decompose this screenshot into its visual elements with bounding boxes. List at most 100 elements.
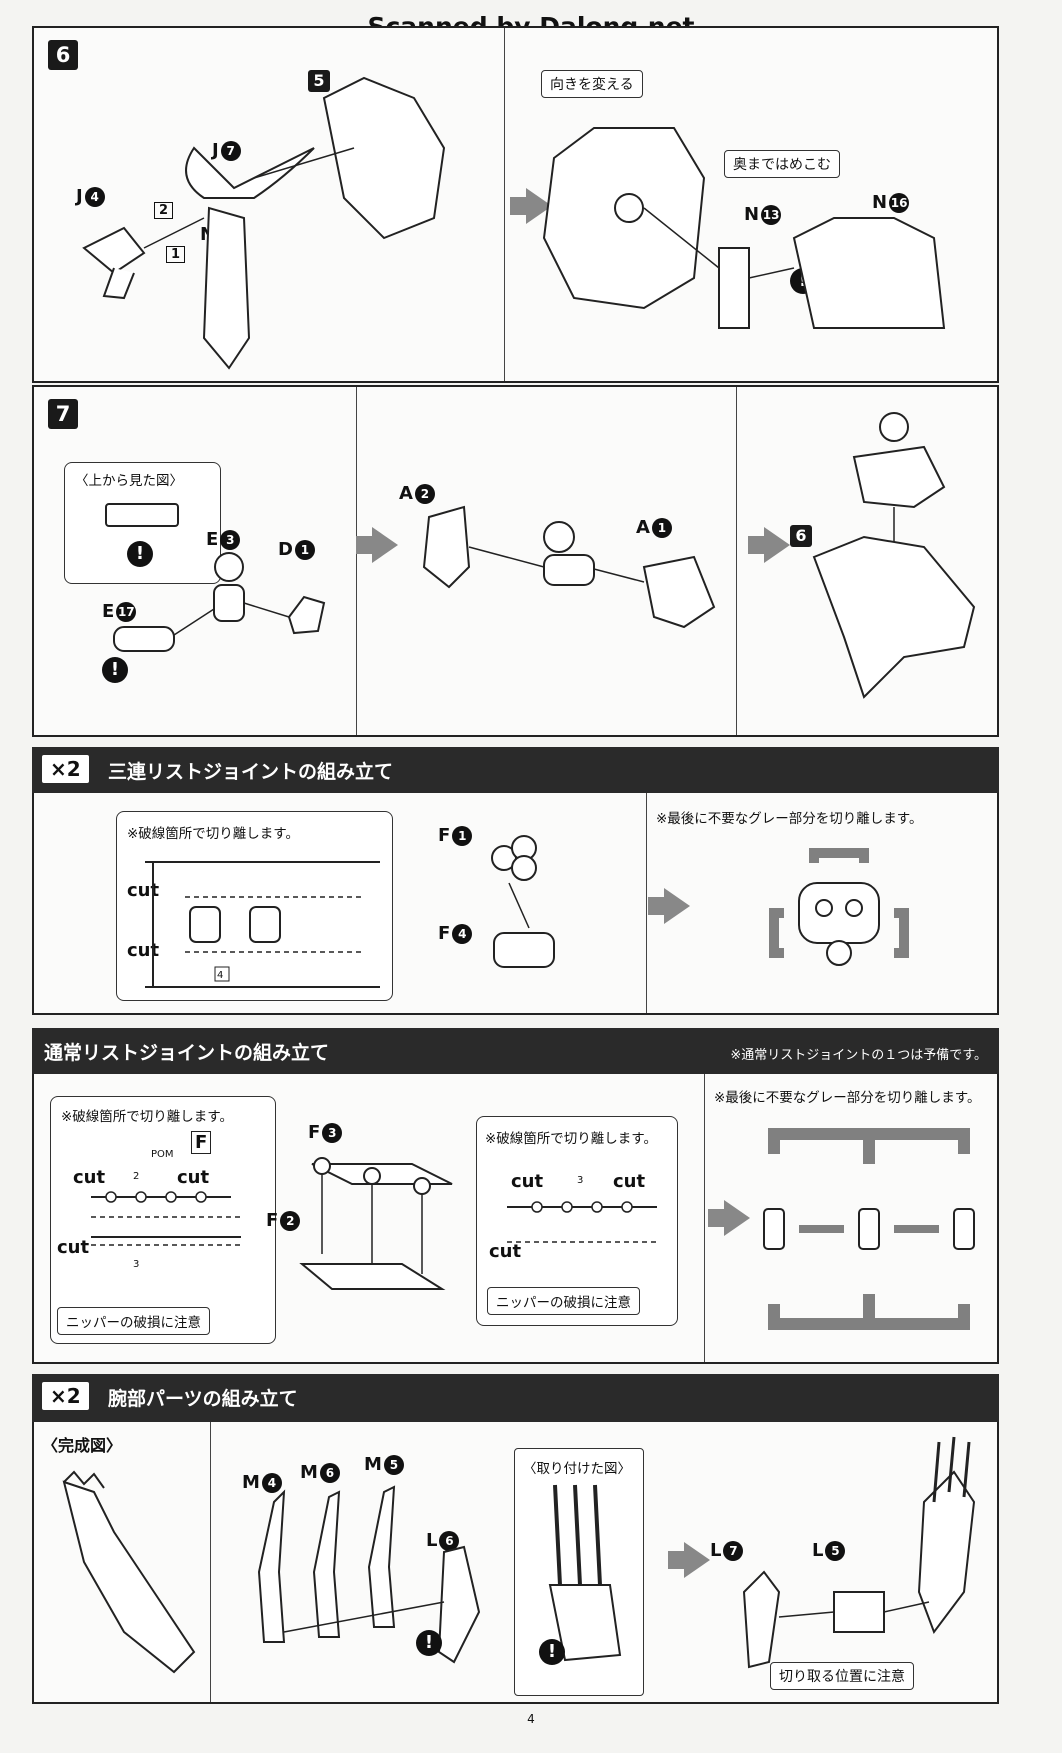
divider (504, 28, 505, 381)
step-arrow-icon (668, 1542, 710, 1578)
gray-note: ※最後に不要なグレー部分を切り離します。 (656, 811, 923, 827)
shoulder-joint-illustration (113, 552, 326, 652)
cut-guide-inset: ※破線箇所で切り離します。 POM F cut cut cut 2 3 ニッパー… (50, 1096, 276, 1344)
nipper-warning: ニッパーの破損に注意 (57, 1307, 210, 1335)
step-arrow-icon (708, 1200, 750, 1236)
step-number: 6 (48, 40, 78, 70)
horn-assembly-illustration (82, 76, 446, 370)
torso-assembly-illustration (812, 412, 976, 699)
cut-guide-inset: ※破線箇所で切り離します。 cut cut cut 3 ニッパーの破損に注意 (476, 1116, 678, 1326)
step-arrow-icon (356, 527, 398, 563)
section-header-normal: 通常リストジョイントの組み立て ※通常リストジョイントの１つは予備です。 (32, 1028, 999, 1074)
shoulder-armor-illustration (422, 505, 716, 629)
pom-label: POM (151, 1149, 174, 1160)
cut-label: cut (511, 1171, 544, 1192)
cut-label: cut (177, 1167, 210, 1188)
divider (646, 793, 647, 1013)
claw-final-illustration (742, 1436, 976, 1669)
spare-note: ※通常リストジョイントの１つは予備です。 (730, 1048, 987, 1063)
callout-push: 奥まではめこむ (724, 150, 840, 178)
section-header-triple: ×2 三連リストジョイントの組み立て (32, 747, 999, 793)
step-6-panel: 6 5 J4 J7 N7 2 1 向きを変える 奥まではめこむ N13 N16 … (32, 26, 999, 383)
cut-position-note: 切り取る位置に注意 (770, 1662, 914, 1690)
caution-icon: ! (127, 541, 153, 567)
page-number: 4 (527, 1712, 535, 1726)
completed-arm-illustration (62, 1470, 196, 1674)
runner-diagram (91, 1191, 241, 1246)
cut-guide-inset: ※破線箇所で切り離します。 cut cut 4 (116, 811, 393, 1001)
runner-diagram (507, 1201, 657, 1243)
attached-claw-illustration (548, 1484, 622, 1662)
divider (736, 387, 737, 735)
divider (356, 387, 357, 735)
step-arrow-icon (648, 888, 690, 924)
cut-label: cut (73, 1167, 106, 1188)
order-label: 2 (154, 202, 174, 219)
section-title: 通常リストジョイントの組み立て (44, 1042, 330, 1064)
cut-note: ※破線箇所で切り離します。 (127, 826, 299, 842)
callout-turn: 向きを変える (541, 70, 643, 98)
sub-step-number: 5 (308, 70, 330, 92)
cut-note: ※破線箇所で切り離します。 (61, 1109, 233, 1125)
runner-number: 4 (217, 970, 224, 981)
top-view-inset: 〈上から見た図〉 ! (64, 462, 221, 584)
divider (210, 1422, 211, 1702)
step-arrow-icon (748, 527, 790, 563)
cut-label: cut (127, 940, 160, 961)
runner-number: 2 (133, 1171, 140, 1182)
cut-note: ※破線箇所で切り離します。 (485, 1131, 657, 1147)
trim-gray-illustration (763, 1128, 975, 1330)
section-title: 腕部パーツの組み立て (108, 1388, 298, 1410)
joint-top-icon (105, 503, 179, 527)
cut-label: cut (127, 880, 160, 901)
section-header-arm: ×2 腕部パーツの組み立て (32, 1374, 999, 1422)
ref-step-number: 6 (790, 525, 812, 547)
inset-title: 〈上から見た図〉 (75, 473, 183, 489)
attached-label: 〈取り付けた図〉 (523, 1461, 631, 1477)
nipper-warning: ニッパーの破損に注意 (487, 1287, 640, 1315)
step-number: 7 (48, 399, 78, 429)
attached-view-inset: 〈取り付けた図〉 ! (514, 1448, 644, 1696)
quantity-badge: ×2 (42, 1382, 89, 1410)
complete-label: 〈完成図〉 (42, 1436, 123, 1455)
quantity-badge: ×2 (42, 755, 89, 783)
runner-number: 3 (577, 1175, 584, 1186)
triple-joint-illustration (491, 835, 555, 968)
claw-parts-illustration (257, 1485, 481, 1664)
body-assembly-illustration (542, 127, 946, 329)
runner-diagram (145, 861, 380, 988)
runner-letter: F (191, 1131, 212, 1154)
cut-label: cut (57, 1237, 90, 1258)
caution-icon: ! (416, 1630, 442, 1656)
normal-joint-panel: ※破線箇所で切り離します。 POM F cut cut cut 2 3 ニッパー… (32, 1074, 999, 1364)
wrist-frame-illustration (299, 1157, 453, 1290)
order-label: 1 (166, 246, 186, 263)
runner-number: 3 (133, 1259, 140, 1270)
section-title: 三連リストジョイントの組み立て (108, 761, 394, 783)
divider (704, 1074, 705, 1362)
gray-note: ※最後に不要なグレー部分を切り離します。 (714, 1090, 981, 1106)
cut-label: cut (613, 1171, 646, 1192)
trim-gray-illustration (769, 848, 909, 966)
